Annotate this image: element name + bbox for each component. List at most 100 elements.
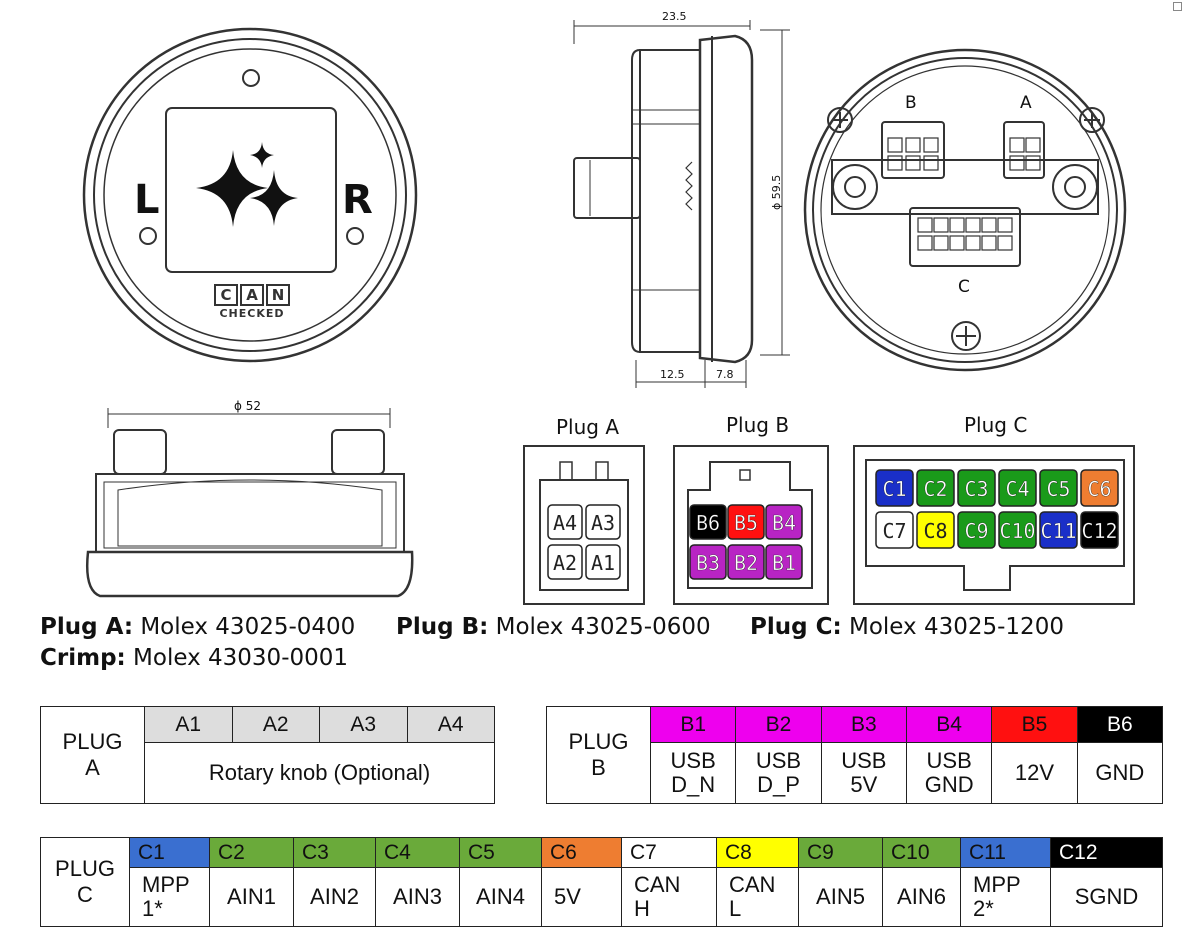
pin-header: B3 [820, 706, 907, 743]
pin-label: A4 [553, 511, 577, 535]
pin-function-line: USB [755, 748, 802, 773]
pin-box [957, 511, 996, 549]
pin-box [957, 469, 996, 507]
pin-function-line: USB [841, 748, 887, 773]
pin-box [875, 469, 914, 507]
pin-header: C12 [1050, 837, 1163, 868]
pin-header: C11 [960, 837, 1051, 868]
pin-box [727, 504, 765, 540]
pin-header: A3 [319, 706, 408, 743]
pin-box [765, 544, 803, 580]
part-value: Molex 43025-0400 [140, 614, 356, 640]
pin-function-line: USB [926, 748, 972, 773]
pin-header: B2 [735, 706, 822, 743]
plug-a-title: Plug A [556, 415, 619, 439]
plug-a-drawing [523, 445, 645, 605]
pin-label: B6 [696, 511, 720, 535]
pin-box [547, 504, 583, 540]
pin-function: 12V [991, 742, 1078, 804]
pin-function-line: 5V [850, 772, 878, 797]
side-view [573, 20, 790, 388]
screw-icon [827, 107, 1105, 351]
dim-diameter-bottom: ϕ 52 [234, 399, 261, 413]
pin-function: AIN3 [375, 867, 460, 927]
pin-label: B2 [734, 551, 758, 575]
pin-box [1039, 511, 1078, 549]
pin-header: B1 [649, 706, 737, 743]
pin-label: A1 [591, 551, 615, 575]
right-label: R [342, 177, 373, 223]
pin-label: C10 [999, 519, 1035, 543]
pin-function-line: USB [670, 748, 716, 773]
badge-letter: A [240, 284, 264, 306]
pin-function-line: L [729, 896, 742, 921]
pin-function: AIN1 [209, 867, 294, 927]
plug-label-line: PLUG [55, 856, 115, 881]
pin-function-line: CAN [634, 872, 681, 897]
part-label: Plug A: [40, 614, 134, 640]
pin-function-line: 2* [973, 896, 994, 921]
pin-label: C5 [1046, 477, 1070, 501]
pin-box [916, 469, 955, 507]
pin-box [547, 544, 583, 580]
plug-c-table: PLUG C C1 C2 C3 C4 C5 C6 C7 C8 C9 C10 C1… [40, 837, 1163, 927]
dim-bottom-left: 12.5 [660, 368, 685, 381]
sparkle-icon [196, 142, 298, 227]
dim-top: 23.5 [662, 10, 687, 23]
pin-label: C1 [882, 477, 906, 501]
pin-header: C3 [293, 837, 376, 868]
pin-box [916, 511, 955, 549]
plug-label-line: B [591, 755, 606, 780]
pin-header: C7 [621, 837, 717, 868]
front-view [82, 27, 418, 363]
rear-label-a: A [1020, 93, 1032, 113]
pin-label: C9 [964, 519, 988, 543]
window-corner-icon [1173, 2, 1182, 11]
pin-label: A3 [591, 511, 615, 535]
pin-box [689, 504, 727, 540]
pin-function: Rotary knob (Optional) [144, 742, 495, 804]
pin-header: C8 [716, 837, 799, 868]
part-number-plug-c: Plug C: Molex 43025-1200 [750, 614, 1064, 640]
part-value: Molex 43025-0600 [495, 614, 711, 640]
pin-header: C2 [209, 837, 294, 868]
pin-header: A4 [406, 706, 495, 743]
pin-box [585, 504, 621, 540]
pin-label: C7 [882, 519, 906, 543]
badge-caption: CHECKED [219, 307, 285, 320]
plug-b-drawing [673, 445, 829, 605]
pin-box [998, 469, 1037, 507]
pin-label: B5 [734, 511, 758, 535]
pin-label: C3 [964, 477, 988, 501]
plug-label: PLUG C [40, 837, 130, 927]
pin-label: C12 [1081, 519, 1117, 543]
left-label: L [134, 177, 160, 223]
pin-label: C4 [1005, 477, 1029, 501]
plug-label-line: A [85, 755, 100, 780]
pin-label: C11 [1040, 519, 1076, 543]
dim-diameter-side: ϕ 59.5 [770, 175, 783, 210]
part-number-plug-b: Plug B: Molex 43025-0600 [396, 614, 711, 640]
part-number-plug-a: Plug A: Molex 43025-0400 [40, 614, 355, 640]
pin-box [585, 544, 621, 580]
pin-function-line: MPP [142, 872, 190, 897]
rear-label-c: C [958, 277, 970, 297]
pin-label: B4 [772, 511, 796, 535]
pin-label: A2 [553, 551, 577, 575]
pin-label: C6 [1087, 477, 1111, 501]
pin-box [1080, 511, 1119, 549]
plug-c-drawing [853, 445, 1135, 605]
plug-c-title: Plug C [964, 413, 1027, 437]
part-label: Crimp: [40, 645, 126, 671]
pin-function-line: GND [924, 772, 974, 797]
pin-header: A2 [231, 706, 320, 743]
pin-box [1039, 469, 1078, 507]
